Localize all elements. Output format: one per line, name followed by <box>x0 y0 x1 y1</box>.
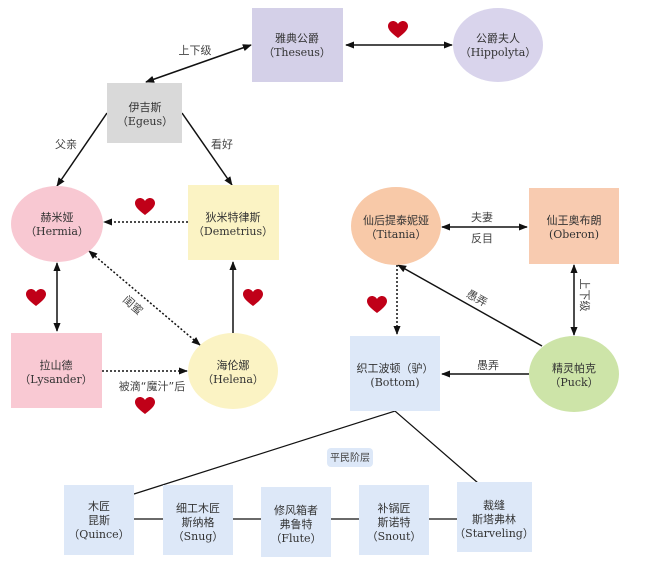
node-name-en: （Titania） <box>366 228 427 241</box>
node-name: 昆斯 <box>88 514 110 527</box>
node-snout[interactable]: 补锅匠 斯诺特 （Snout） <box>359 485 429 555</box>
node-demetrius[interactable]: 狄米特律斯 （Demetrius） <box>188 185 279 260</box>
node-name: 弗鲁特 <box>280 517 313 531</box>
node-name: 织工波顿（驴） <box>357 361 434 375</box>
node-name-en: （Hermia） <box>25 225 89 238</box>
node-egeus[interactable]: 伊吉斯 （Egeus） <box>107 83 182 143</box>
node-flute[interactable]: 修风箱者 弗鲁特 （Flute） <box>261 487 331 557</box>
label-egeus-hermia: 父亲 <box>55 137 77 151</box>
heart-icon <box>135 198 155 215</box>
group-label-text: 平民阶层 <box>330 451 370 464</box>
node-name: 公爵夫人 <box>476 31 520 45</box>
node-puck[interactable]: 精灵帕克 （Puck） <box>529 336 619 412</box>
heart-icon <box>367 296 387 313</box>
node-name: 裁缝 <box>483 498 505 512</box>
label-titania-oberon-2: 反目 <box>471 232 493 245</box>
edge-hermia-helena <box>88 250 201 346</box>
heart-icon <box>26 289 46 306</box>
node-name-en: (Bottom) <box>370 376 419 389</box>
label-oberon-puck: 上下级 <box>578 279 591 312</box>
label-puck-bottom: 愚弄 <box>477 359 499 372</box>
heart-icon <box>243 289 263 306</box>
node-name-en: （Snout） <box>367 530 422 543</box>
node-name: 补锅匠 <box>378 502 411 515</box>
node-name: 仙后提泰妮娅 <box>363 213 429 227</box>
node-lysander[interactable]: 拉山德 （Lysander） <box>11 333 102 408</box>
node-name-en: （Hippolyta） <box>460 46 537 59</box>
label-puck-titania: 愚弄 <box>464 287 490 309</box>
node-helena[interactable]: 海伦娜 （Helena） <box>188 333 278 409</box>
node-name: 狄米特律斯 <box>206 210 261 224</box>
edge-bottom-commoners <box>133 410 479 495</box>
label-titania-oberon-1: 夫妻 <box>471 211 493 224</box>
node-name: 伊吉斯 <box>129 101 162 114</box>
node-quince[interactable]: 木匠 昆斯 （Quince） <box>64 485 134 555</box>
node-name-en: （Egeus） <box>117 115 173 128</box>
node-name-en: （Lysander） <box>19 373 92 386</box>
node-name: 海伦娜 <box>217 358 250 372</box>
node-name: 细工木匠 <box>176 502 220 515</box>
node-starveling[interactable]: 裁缝 斯塔弗林 （Starveling） <box>454 482 534 552</box>
node-name-en: （Helena） <box>202 373 264 386</box>
node-name: 仙王奥布朗 <box>547 213 602 227</box>
node-name-en: （Puck） <box>549 376 598 389</box>
node-name-en: （Demetrius） <box>193 225 273 238</box>
node-name: 雅典公爵 <box>275 31 319 45</box>
node-oberon[interactable]: 仙王奥布朗 (Oberon) <box>529 188 619 264</box>
node-name-en: (Oberon) <box>549 228 599 241</box>
node-name-en: （Starveling） <box>454 527 534 540</box>
group-label: 平民阶层 <box>327 448 373 467</box>
node-name: 精灵帕克 <box>552 361 596 375</box>
node-theseus[interactable]: 雅典公爵 （Theseus） <box>252 8 343 82</box>
node-name: 修风箱者 <box>274 503 318 517</box>
edge-egeus-hermia <box>56 112 108 187</box>
label-egeus-theseus: 上下级 <box>179 44 212 57</box>
node-name: 斯诺特 <box>378 515 411 529</box>
edge-egeus-theseus <box>145 44 252 83</box>
node-name: 赫米娅 <box>41 210 74 224</box>
node-bottom[interactable]: 织工波顿（驴） (Bottom) <box>350 336 440 411</box>
node-name-en: （Quince） <box>68 528 129 541</box>
node-titania[interactable]: 仙后提泰妮娅 （Titania） <box>351 187 441 265</box>
node-name-en: （Theseus） <box>263 46 331 59</box>
node-name-en: （Snug） <box>173 530 224 543</box>
node-hermia[interactable]: 赫米娅 （Hermia） <box>11 186 103 262</box>
node-name: 拉山德 <box>40 358 73 372</box>
node-name: 木匠 <box>88 500 110 513</box>
node-name-en: （Flute） <box>270 532 321 545</box>
node-snug[interactable]: 细工木匠 斯纳格 （Snug） <box>163 485 233 555</box>
label-egeus-demetrius: 看好 <box>211 137 233 151</box>
edge-egeus-demetrius <box>181 112 233 186</box>
edge-puck-titania <box>397 264 543 347</box>
heart-icon <box>135 397 155 414</box>
node-name: 斯纳格 <box>182 515 215 529</box>
label-lysander-helena: 被滴“魔汁”后 <box>119 379 185 393</box>
heart-icon <box>388 21 408 38</box>
node-hippolyta[interactable]: 公爵夫人 （Hippolyta） <box>453 8 543 82</box>
node-name: 斯塔弗林 <box>472 512 516 526</box>
